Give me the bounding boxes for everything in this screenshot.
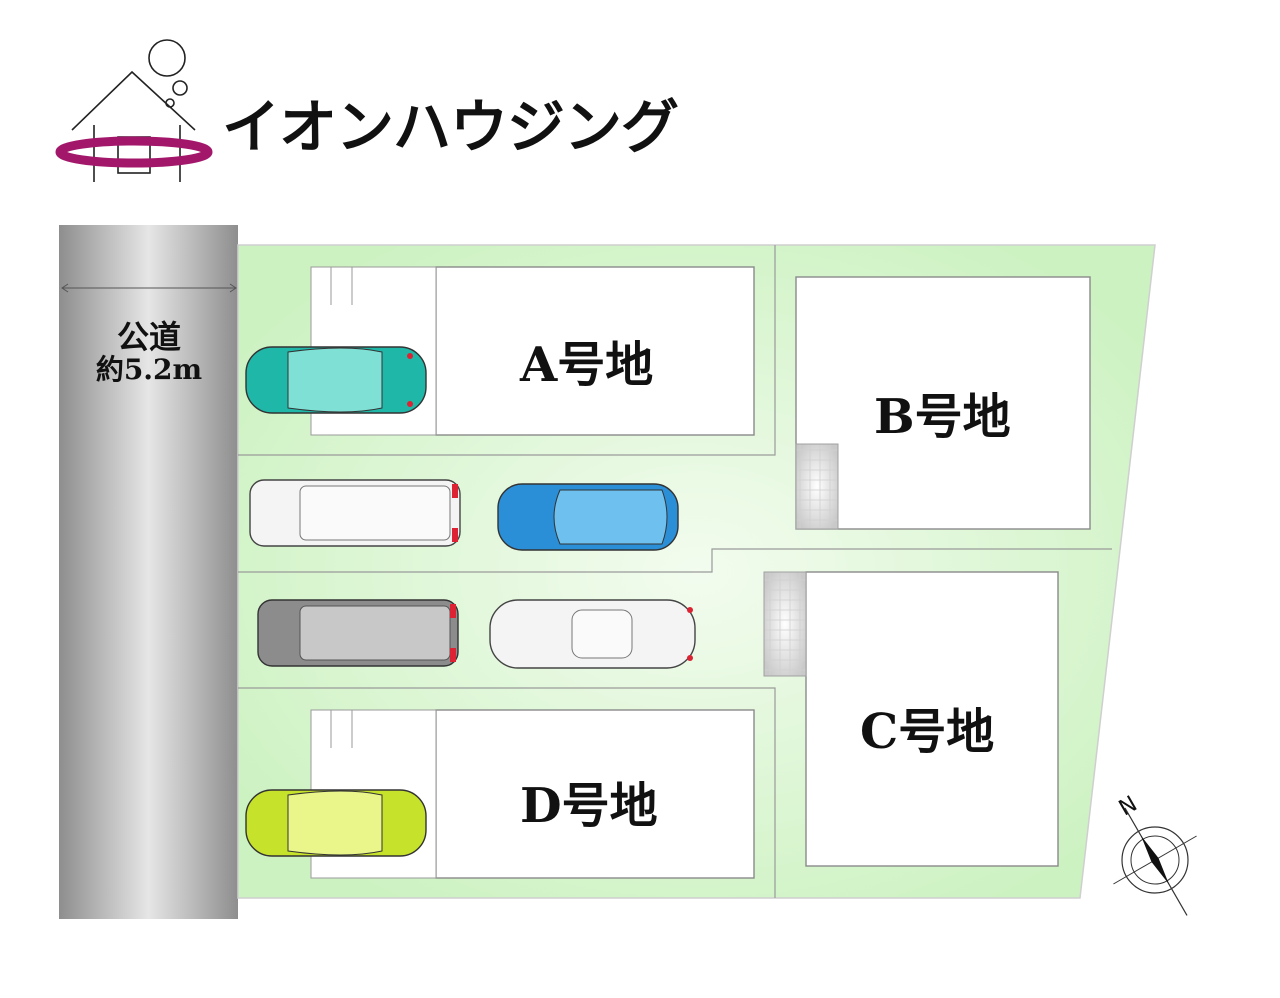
lot-d-label: D号地: [520, 778, 658, 834]
road-width: 約5.2m: [95, 353, 203, 386]
building-b: [795, 276, 1091, 530]
road-name: 公道: [116, 318, 181, 356]
building-c: [805, 571, 1059, 867]
logo-ring: [55, 136, 213, 168]
car-white-sedan: [489, 599, 696, 669]
car-white-van: [249, 479, 461, 547]
house-logo-icon: [71, 39, 196, 182]
buildings: [435, 266, 1091, 879]
brand-name: イオンハウジング: [222, 93, 679, 161]
north-compass-icon: [1113, 807, 1197, 916]
lot-c-label: C号地: [860, 704, 995, 760]
lot-b-label: B号地: [874, 389, 1011, 445]
building-d: [435, 709, 755, 879]
car-lime: [245, 789, 427, 857]
lot-a-label: A号地: [520, 337, 654, 393]
car-teal: [245, 346, 427, 414]
car-blue: [497, 483, 679, 551]
lot-boundaries: [238, 245, 1112, 898]
public-road: [59, 225, 238, 919]
logo: [55, 39, 213, 182]
car-gray-van: [257, 599, 459, 667]
